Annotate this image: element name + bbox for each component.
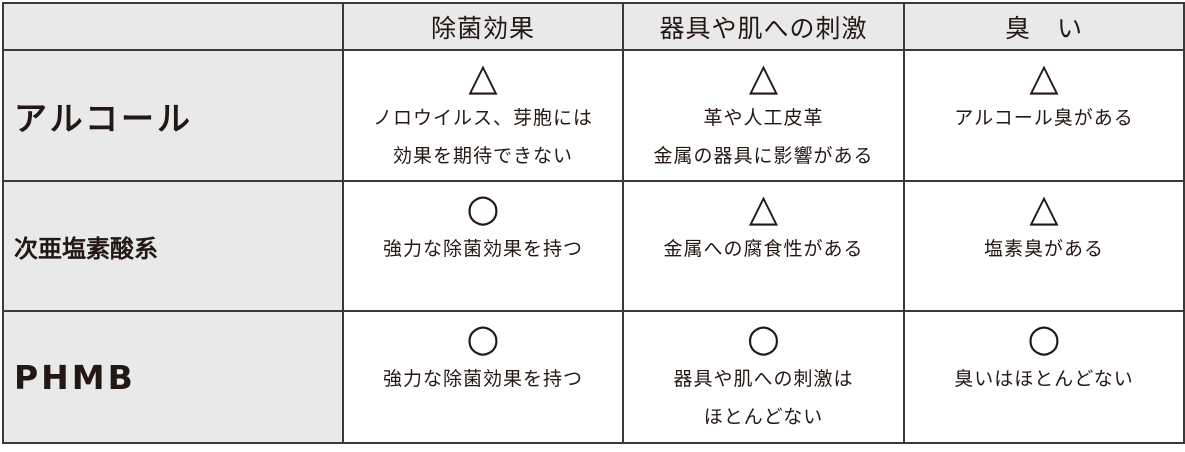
triangle-mark: △ [1029,55,1059,99]
table-row: PHMB ○ 強力な除菌効果を持つ ○ 器具や肌への刺激はほとんどない ○ 臭いはほと… [2,310,1185,444]
circle-mark: ○ [1027,316,1061,360]
table-cell: ○ 器具や肌への刺激はほとんどない [622,310,905,444]
circle-mark: ○ [466,186,500,230]
row-label-hypochlorous: 次亜塩素酸系 [2,180,344,312]
comparison-table: 除菌効果 器具や肌への刺激 臭 い アルコール △ ノロウイルス、芽胞には効果を期… [2,2,1185,444]
cell-text: 効果を期待できない [392,145,573,167]
triangle-mark: △ [1029,186,1059,230]
table-cell: △ 革や人工皮革金属の器具に影響がある [622,49,905,182]
cell-text: 金属の器具に影響がある [653,145,874,167]
table-cell: ○ 強力な除菌効果を持つ [342,310,624,444]
header-odor: 臭 い [903,2,1185,51]
cell-text: 革や人工皮革 [703,107,824,129]
triangle-mark: △ [748,55,779,99]
table-cell: ○ 臭いはほとんどない [903,310,1185,444]
cell-text: ノロウイルス、芽胞には [372,107,593,129]
cell-text: 強力な除菌効果を持つ [382,238,583,260]
row-label-alcohol: アルコール [2,49,344,182]
table-cell: ○ 強力な除菌効果を持つ [342,180,624,312]
circle-mark: ○ [746,316,781,360]
table-cell: △ アルコール臭がある [903,49,1185,182]
table-cell: △ 金属への腐食性がある [622,180,905,312]
circle-mark: ○ [466,316,500,360]
header-disinfection: 除菌効果 [342,2,624,51]
row-label-phmb: PHMB [2,310,344,444]
triangle-mark: △ [748,186,779,230]
triangle-mark: △ [468,55,498,99]
cell-text: ほとんどない [703,406,824,428]
header-irritation: 器具や肌への刺激 [622,2,905,51]
header-row: 除菌効果 器具や肌への刺激 臭 い [2,2,1185,51]
table-cell: △ 塩素臭がある [903,180,1185,312]
cell-text: 金属への腐食性がある [663,238,864,260]
table-row: 次亜塩素酸系 ○ 強力な除菌効果を持つ △ 金属への腐食性がある △ 塩素臭がある [2,180,1185,312]
cell-text: アルコール臭がある [954,107,1134,129]
cell-text: 塩素臭がある [983,238,1104,260]
cell-text: 器具や肌への刺激は [673,368,854,390]
table-cell: △ ノロウイルス、芽胞には効果を期待できない [342,49,624,182]
cell-text: 臭いはほとんどない [954,368,1134,390]
table-row: アルコール △ ノロウイルス、芽胞には効果を期待できない △ 革や人工皮革金属の器具… [2,49,1185,182]
cell-text: 強力な除菌効果を持つ [382,368,583,390]
header-corner [2,2,344,51]
